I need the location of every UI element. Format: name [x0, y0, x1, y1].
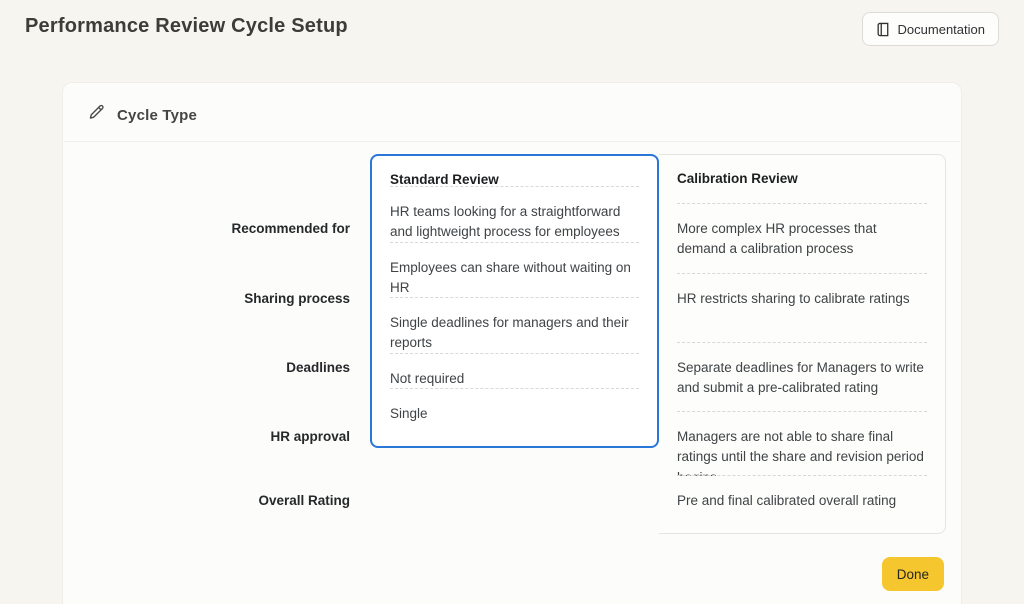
- documentation-button-label: Documentation: [897, 21, 985, 37]
- dotted-divider: [390, 297, 639, 298]
- row-label: Overall Rating: [258, 493, 350, 508]
- card-header-divider: [64, 141, 960, 142]
- row-label: Recommended for: [231, 221, 350, 236]
- standard-cell: HR teams looking for a straightforward a…: [372, 187, 657, 243]
- standard-cell: Employees can share without waiting on H…: [372, 243, 657, 298]
- dotted-divider: [390, 352, 639, 354]
- book-icon: [876, 22, 891, 37]
- calibration-cell: Managers are not able to share final rat…: [659, 412, 945, 476]
- cycle-type-card: Cycle Type Recommended for Sharing proce…: [62, 82, 962, 604]
- row-labels-column: Recommended for Sharing process Deadline…: [63, 154, 370, 532]
- dotted-divider: [390, 387, 639, 389]
- pencil-icon: [88, 104, 105, 126]
- card-title: Cycle Type: [117, 106, 198, 124]
- card-header: Cycle Type: [63, 83, 961, 141]
- calibration-cell: More complex HR processes that demand a …: [659, 204, 945, 274]
- dotted-divider: [390, 241, 639, 243]
- calibration-review-header: Calibration Review: [659, 155, 945, 204]
- dotted-divider: [390, 186, 639, 187]
- dotted-divider: [677, 203, 927, 204]
- row-label: HR approval: [270, 429, 350, 444]
- calibration-cell: Separate deadlines for Managers to write…: [659, 343, 945, 412]
- dotted-divider: [677, 475, 927, 476]
- row-label: Deadlines: [286, 360, 350, 375]
- dotted-divider: [677, 342, 927, 343]
- dotted-divider: [677, 273, 927, 274]
- done-button[interactable]: Done: [881, 557, 944, 591]
- calibration-review-column[interactable]: Calibration Review More complex HR proce…: [659, 154, 946, 534]
- calibration-cell: HR restricts sharing to calibrate rating…: [659, 274, 945, 343]
- standard-review-header: Standard Review: [372, 156, 657, 187]
- standard-cell: Single deadlines for managers and their …: [372, 298, 657, 354]
- cycle-type-comparison-table: Recommended for Sharing process Deadline…: [63, 154, 961, 534]
- page-title: Performance Review Cycle Setup: [25, 15, 348, 37]
- standard-review-column[interactable]: Standard Review HR teams looking for a s…: [370, 154, 659, 448]
- documentation-button[interactable]: Documentation: [861, 12, 999, 46]
- calibration-cell: Pre and final calibrated overall rating: [677, 493, 897, 508]
- label-spacer: [63, 154, 370, 203]
- dotted-divider: [677, 411, 927, 412]
- standard-cell: Single: [390, 405, 428, 421]
- standard-cell: Not required: [372, 354, 657, 389]
- row-label: Sharing process: [244, 291, 350, 306]
